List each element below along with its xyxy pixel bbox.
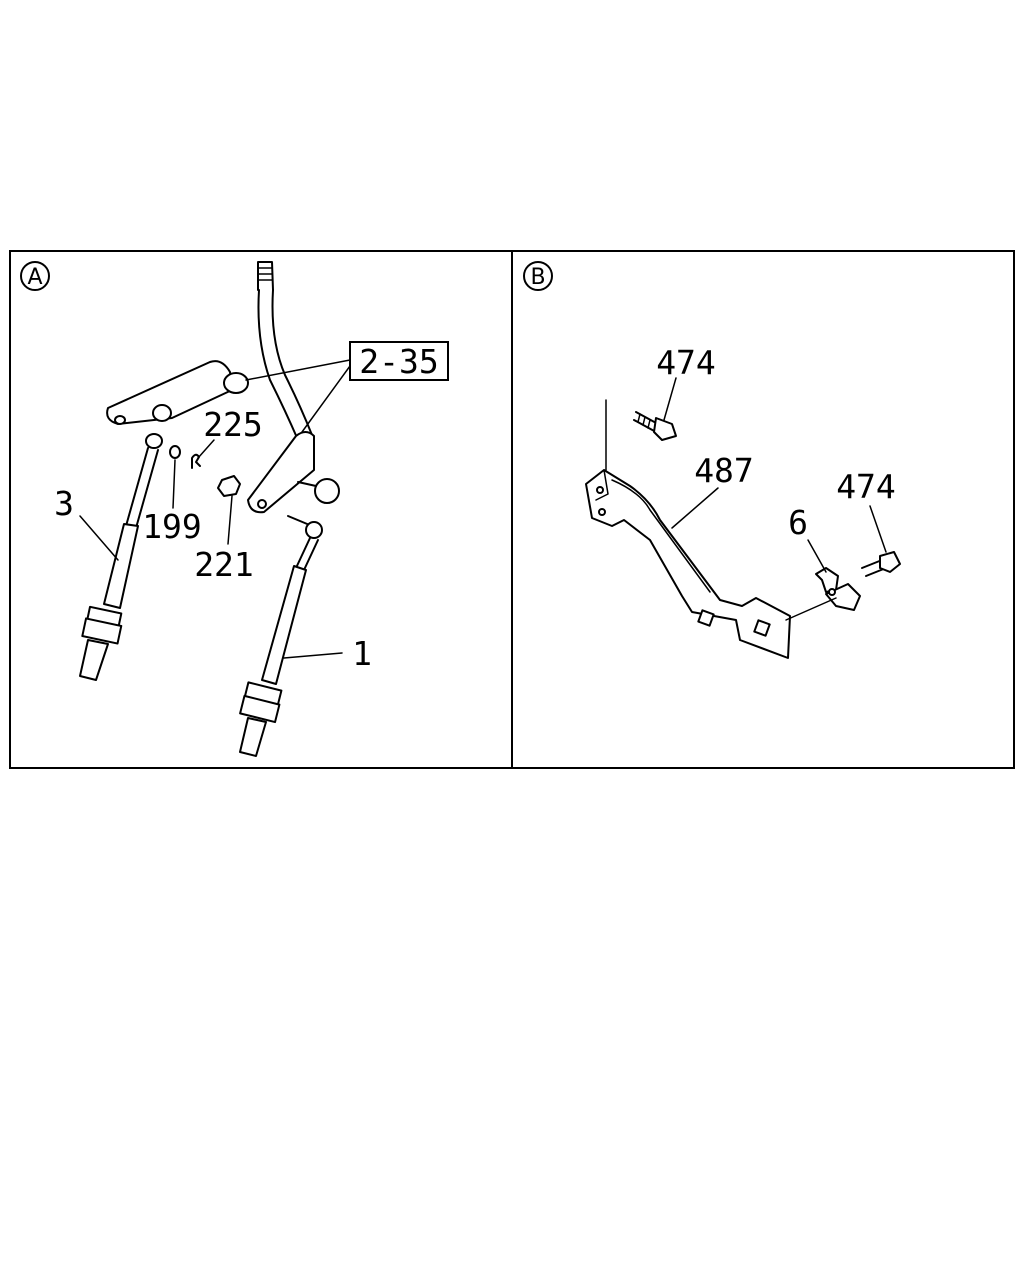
- bushing-icon: [145, 433, 163, 449]
- lower-bracket: [247, 431, 340, 514]
- callout-487: 487: [694, 451, 754, 490]
- leader-lines-a: [79, 439, 343, 659]
- callout-474-top: 474: [656, 343, 716, 382]
- cable-1: [239, 515, 323, 757]
- callout-2-35: 2-35: [245, 341, 449, 433]
- svg-text:2-35: 2-35: [359, 342, 438, 381]
- bracket-487: [585, 469, 791, 659]
- panel-b-marker: B: [523, 261, 553, 291]
- bolt-474-upper: [605, 399, 677, 471]
- callout-199: 199: [142, 507, 202, 546]
- callout-221: 221: [194, 545, 254, 584]
- shift-lever: [257, 261, 313, 441]
- washer-icon: [169, 445, 181, 459]
- bolt-474-right: [861, 551, 901, 577]
- panel-b: B: [523, 261, 901, 659]
- callout-1: 1: [352, 634, 372, 673]
- svg-text:A: A: [27, 265, 42, 290]
- diagram-frame: [9, 250, 1015, 769]
- leader-lines-b: [663, 377, 887, 621]
- svg-text:B: B: [530, 265, 545, 290]
- panel-a-marker: A: [20, 261, 50, 291]
- callout-474-right: 474: [836, 467, 896, 506]
- bushing-parts: [145, 433, 241, 497]
- callout-3: 3: [54, 484, 74, 523]
- cable-3: [79, 447, 159, 681]
- upper-arm: [106, 360, 249, 425]
- callout-225: 225: [203, 405, 263, 444]
- panel-a: A: [20, 261, 449, 757]
- clip-6: [815, 567, 861, 611]
- nut-icon: [217, 475, 241, 497]
- callout-6: 6: [788, 503, 808, 542]
